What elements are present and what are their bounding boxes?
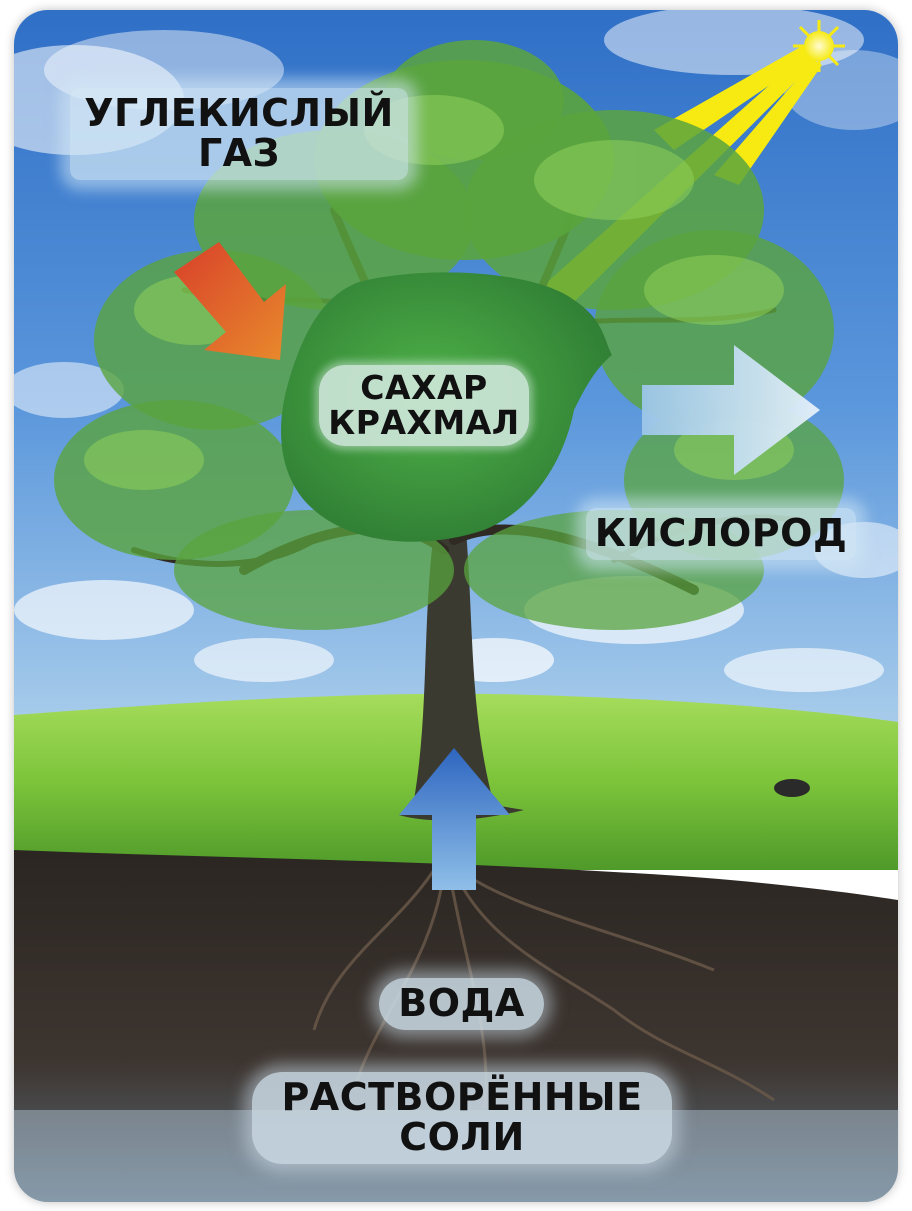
small-animal [774,779,810,797]
sun-icon [793,20,845,72]
label-sugar-starch: САХАР КРАХМАЛ [319,365,529,446]
label-dissolved-salts: РАСТВОРЁННЫЕ СОЛИ [252,1072,672,1164]
label-carbon-dioxide: УГЛЕКИСЛЫЙ ГАЗ [70,88,408,180]
label-oxygen: КИСЛОРОД [586,508,856,560]
label-water: ВОДА [379,978,544,1030]
photosynthesis-diagram: УГЛЕКИСЛЫЙ ГАЗ САХАР КРАХМАЛ КИСЛОРОД ВО… [14,10,898,1202]
